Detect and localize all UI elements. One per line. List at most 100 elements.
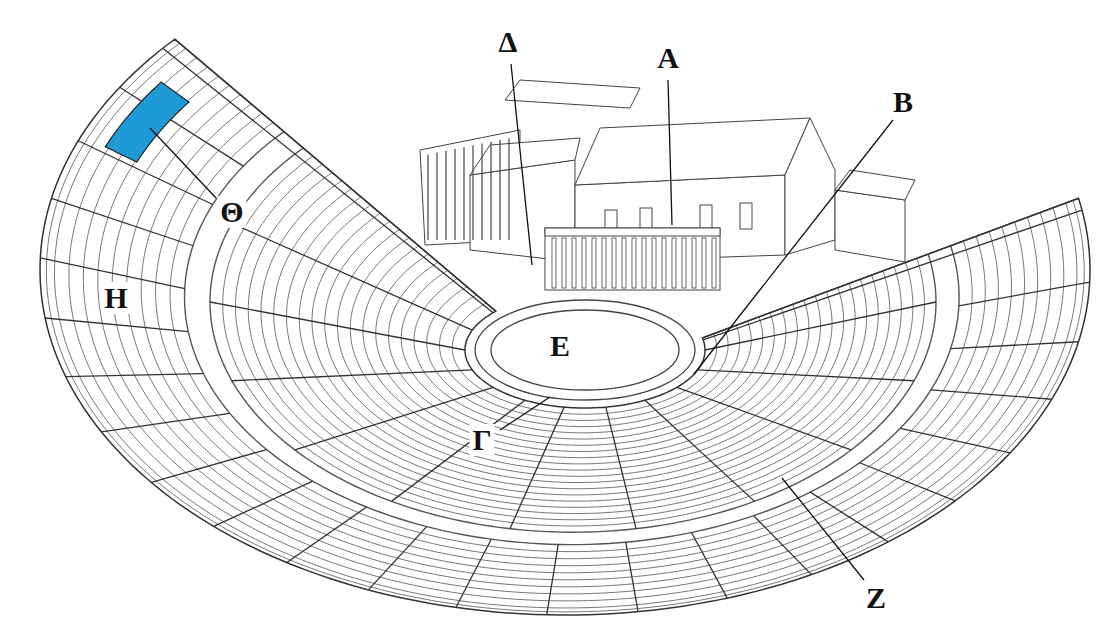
- building-wall: [835, 170, 915, 200]
- part-label: Ζ: [863, 582, 889, 614]
- column: [692, 238, 696, 288]
- leader-line: [511, 64, 532, 265]
- skene-building: [420, 80, 915, 290]
- column: [552, 238, 556, 288]
- leader-lines: [150, 64, 893, 580]
- cavea: [40, 39, 1090, 615]
- column: [632, 238, 636, 288]
- seat-row: [299, 205, 855, 489]
- column: [472, 145, 473, 240]
- seat-row: [248, 172, 901, 513]
- orchestra-ring: [475, 300, 695, 400]
- stairway: [626, 542, 638, 611]
- seat-row: [338, 230, 821, 471]
- column: [602, 238, 606, 288]
- seat-row: [69, 58, 1064, 601]
- column: [490, 142, 491, 240]
- stairway: [151, 450, 266, 483]
- part-label: Θ: [217, 196, 246, 228]
- proscenium: [545, 228, 720, 290]
- column: [642, 238, 646, 288]
- stairway: [45, 318, 188, 332]
- stairway: [677, 387, 851, 450]
- stairway: [959, 282, 1090, 306]
- seat-row: [170, 122, 972, 551]
- stairway: [931, 390, 1052, 399]
- part-label: Α: [654, 42, 682, 74]
- seat-row: [261, 181, 890, 508]
- column: [572, 238, 576, 288]
- leader-line: [782, 478, 864, 580]
- stairway: [101, 413, 229, 432]
- seat-row: [376, 254, 786, 451]
- building-wall: [505, 80, 640, 108]
- stairway: [210, 302, 465, 350]
- seat-row: [54, 48, 1076, 608]
- orchestra: [491, 310, 679, 390]
- column: [454, 149, 455, 240]
- seat-row: [363, 246, 797, 458]
- stairway: [691, 533, 727, 599]
- seat-row: [287, 197, 867, 495]
- stairway: [810, 492, 888, 542]
- column: [562, 238, 566, 288]
- stairway: [510, 407, 564, 529]
- leader-line: [500, 397, 550, 430]
- column: [592, 238, 596, 288]
- stairway: [951, 342, 1079, 349]
- leader-line: [668, 80, 672, 225]
- building-wall: [835, 190, 905, 262]
- door-opening: [740, 203, 752, 229]
- wing-end: [175, 39, 496, 311]
- seat-row: [185, 132, 960, 545]
- wing-end: [163, 48, 493, 312]
- part-label: Ε: [547, 330, 573, 362]
- seat-row: [389, 262, 775, 445]
- stairway: [287, 507, 367, 563]
- stairway: [900, 428, 1010, 453]
- stairway: [232, 223, 472, 330]
- part-label: Δ: [496, 26, 521, 58]
- part-label: Β: [890, 86, 916, 118]
- building-wall: [785, 118, 835, 255]
- stairway: [368, 527, 426, 590]
- column: [436, 153, 437, 240]
- wing-end: [703, 210, 1082, 340]
- column: [612, 238, 616, 288]
- stairway: [214, 481, 313, 526]
- seat-row: [83, 67, 1050, 594]
- seat-row: [440, 295, 729, 421]
- column: [481, 144, 482, 240]
- wing-end: [702, 198, 1078, 338]
- stairway: [456, 539, 491, 607]
- seat-row: [312, 213, 844, 482]
- stairway: [698, 370, 914, 381]
- column: [672, 238, 676, 288]
- stairway: [645, 400, 755, 501]
- building-wall: [470, 138, 580, 175]
- column: [662, 238, 666, 288]
- stairway: [606, 407, 636, 529]
- column: [702, 238, 706, 288]
- proscenium-roof: [545, 228, 720, 236]
- column: [427, 154, 428, 240]
- seat-row: [325, 221, 832, 476]
- column: [508, 138, 509, 240]
- seat-row: [274, 189, 878, 501]
- column: [463, 147, 464, 240]
- column: [582, 238, 586, 288]
- column: [622, 238, 626, 288]
- building-wall: [575, 118, 810, 185]
- leader-line: [150, 128, 216, 198]
- seat-row: [236, 164, 913, 519]
- seat-row: [46, 43, 1084, 612]
- column: [499, 140, 500, 240]
- column: [712, 238, 716, 288]
- stairway: [66, 374, 204, 377]
- seat-row: [427, 287, 740, 427]
- seat-row: [350, 238, 809, 464]
- cavea-outline: [40, 39, 1090, 615]
- stairway: [754, 516, 812, 575]
- seat-row: [210, 148, 936, 532]
